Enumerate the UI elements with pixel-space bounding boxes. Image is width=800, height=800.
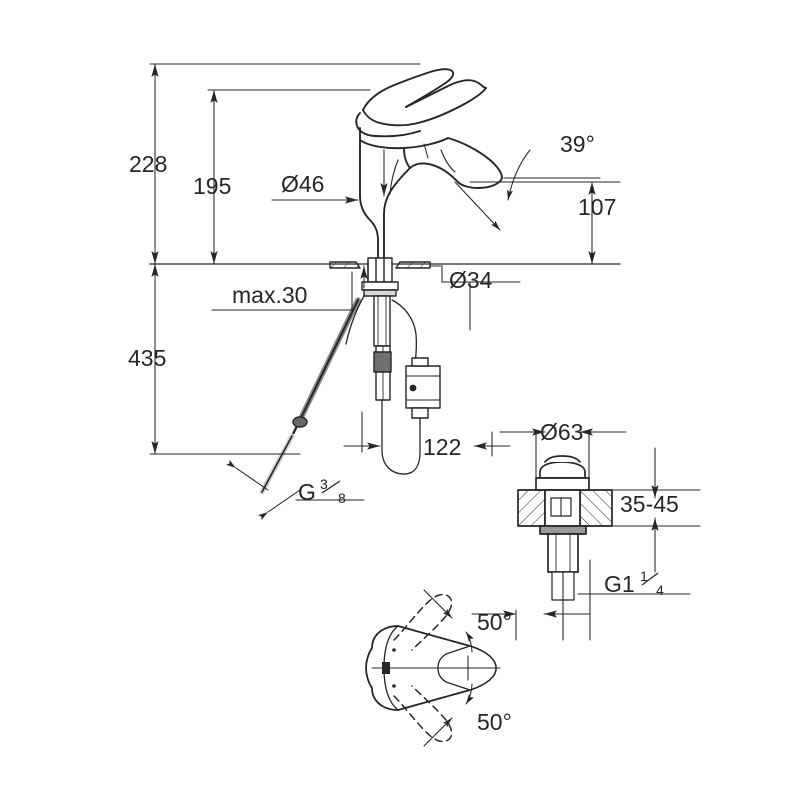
label-g38-denominator: 8 [338, 490, 346, 506]
label-g38-numerator: 3 [320, 476, 328, 492]
dimension-g114 [577, 559, 691, 601]
label-435: 435 [128, 345, 166, 371]
waste-detail-drawing [517, 455, 613, 641]
label-g114: G1 1 4 [604, 568, 664, 598]
label-d34: Ø34 [449, 267, 493, 293]
label-3545: 35-45 [620, 491, 679, 517]
dimension-228 [149, 63, 421, 265]
below-deck-assembly [259, 295, 441, 495]
dimension-max30 [211, 265, 368, 311]
label-g38-prefix: G [298, 479, 316, 505]
dimension-195 [207, 89, 371, 265]
faucet-elevation-drawing [355, 68, 503, 259]
label-max30: max.30 [232, 282, 307, 308]
label-107: 107 [578, 194, 616, 220]
dimension-3545 [585, 447, 701, 573]
dimension-50deg-top [423, 589, 475, 669]
dimension-g38 [226, 459, 365, 521]
label-50deg-top: 50° [477, 609, 512, 635]
plan-width-arrows [471, 599, 591, 641]
label-39deg: 39° [560, 131, 595, 157]
label-d63: Ø63 [540, 419, 583, 445]
deck-mount-detail [329, 257, 431, 297]
dimension-435 [149, 263, 301, 455]
plan-view-swivel-ghosts [393, 593, 453, 743]
dimension-d34 [429, 265, 521, 331]
dimension-122 [343, 411, 511, 457]
label-d46: Ø46 [281, 171, 324, 197]
plan-view-drawing [365, 625, 501, 711]
label-g38: G 3 8 [298, 476, 346, 506]
label-g114-denominator: 4 [656, 582, 664, 598]
dimension-39deg [454, 149, 601, 231]
label-195: 195 [193, 173, 231, 199]
label-122: 122 [423, 434, 461, 460]
label-228: 228 [129, 151, 167, 177]
dimension-d63 [499, 428, 627, 479]
label-g114-prefix: G1 [604, 571, 635, 597]
label-g114-numerator: 1 [640, 568, 648, 584]
dimension-107 [469, 181, 621, 265]
dimension-50deg-bottom [423, 667, 475, 747]
label-50deg-bottom: 50° [477, 709, 512, 735]
